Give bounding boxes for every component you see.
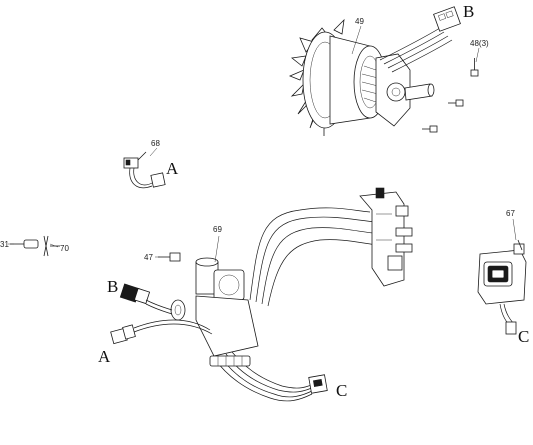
harness-connector-a — [110, 319, 213, 345]
pin-31 — [10, 239, 39, 249]
label-part-69: 69 — [213, 225, 222, 234]
screw-47 — [158, 252, 181, 262]
connector-label-b-harness: B — [107, 277, 118, 296]
screw-48-c — [422, 125, 438, 133]
capacitor-69 — [195, 257, 245, 301]
harness-connector-c — [308, 374, 328, 394]
micro-switch-68 — [123, 151, 166, 189]
screw-set-48 — [422, 58, 479, 133]
terminal-block — [359, 187, 413, 287]
clip-70 — [43, 235, 60, 257]
label-part-47: 47 — [144, 253, 153, 262]
connector-label-c-module: C — [518, 327, 529, 346]
screw-48-a — [470, 58, 479, 77]
harness-connector-b — [119, 283, 173, 315]
motor-assembly — [288, 6, 461, 136]
motor-wires — [379, 6, 461, 73]
connector-label-a-switch: A — [166, 159, 179, 178]
label-part-68: 68 — [151, 139, 160, 148]
connector-label-a-harness: A — [98, 347, 111, 366]
label-part-70: 70 — [60, 244, 69, 253]
connector-label-b-motor: B — [463, 2, 474, 21]
switch-module-67 — [477, 239, 527, 335]
label-part-67: 67 — [506, 209, 515, 218]
label-part-49: 49 — [355, 17, 364, 26]
label-part-31: 31 — [0, 240, 9, 249]
connector-label-c-harness: C — [336, 381, 347, 400]
leader-lines — [8, 25, 517, 263]
motor-end-bracket — [375, 53, 435, 127]
wiring-harness — [110, 187, 413, 402]
label-part-48: 48(3) — [470, 39, 489, 48]
screw-48-b — [448, 99, 464, 107]
